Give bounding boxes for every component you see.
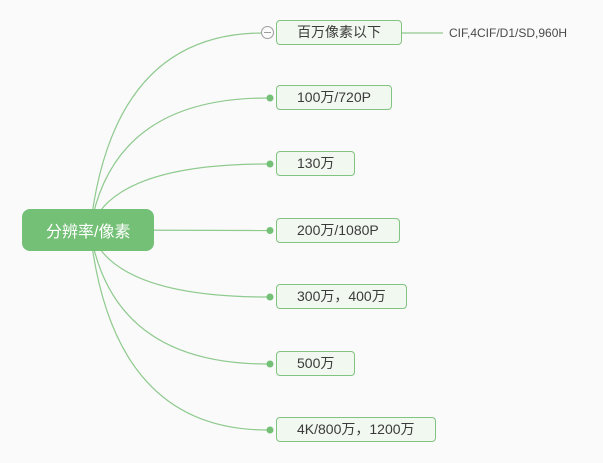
edge-line [89,229,268,431]
collapse-button[interactable] [261,26,274,39]
node-300w-400w[interactable]: 300万，400万 [276,284,407,309]
node-label: 百万像素以下 [297,24,381,40]
edge-dot [266,293,274,301]
node-100w-720p[interactable]: 100万/720P [276,85,392,110]
node-note[interactable]: CIF,4CIF/D1/SD,960H [449,26,568,40]
root-node-label: 分辨率/像素 [46,224,131,241]
node-label: 130万 [297,155,335,171]
node-label: 4K/800万，1200万 [297,421,415,437]
node-4k-800w-1200w[interactable]: 4K/800万，1200万 [276,417,436,442]
edge-dot [266,94,274,102]
node-200w-1080p[interactable]: 200万/1080P [276,218,400,243]
edge-dot [266,227,274,234]
node-below-megapixel[interactable]: 百万像素以下 [276,20,402,45]
node-label: 300万，400万 [297,288,386,304]
edge-dot [266,160,274,168]
root-node[interactable]: 分辨率/像素 [22,209,155,251]
edge-line [89,32,264,231]
edge-dot [266,360,274,368]
node-label: 200万/1080P [297,222,379,238]
edge-line [89,97,268,231]
node-500w[interactable]: 500万 [276,351,356,376]
node-130w[interactable]: 130万 [276,151,356,176]
edge-dot [266,426,274,434]
node-label: 500万 [297,355,335,371]
edge-line [89,229,268,365]
node-label: 100万/720P [297,89,371,105]
minus-icon [264,32,271,33]
